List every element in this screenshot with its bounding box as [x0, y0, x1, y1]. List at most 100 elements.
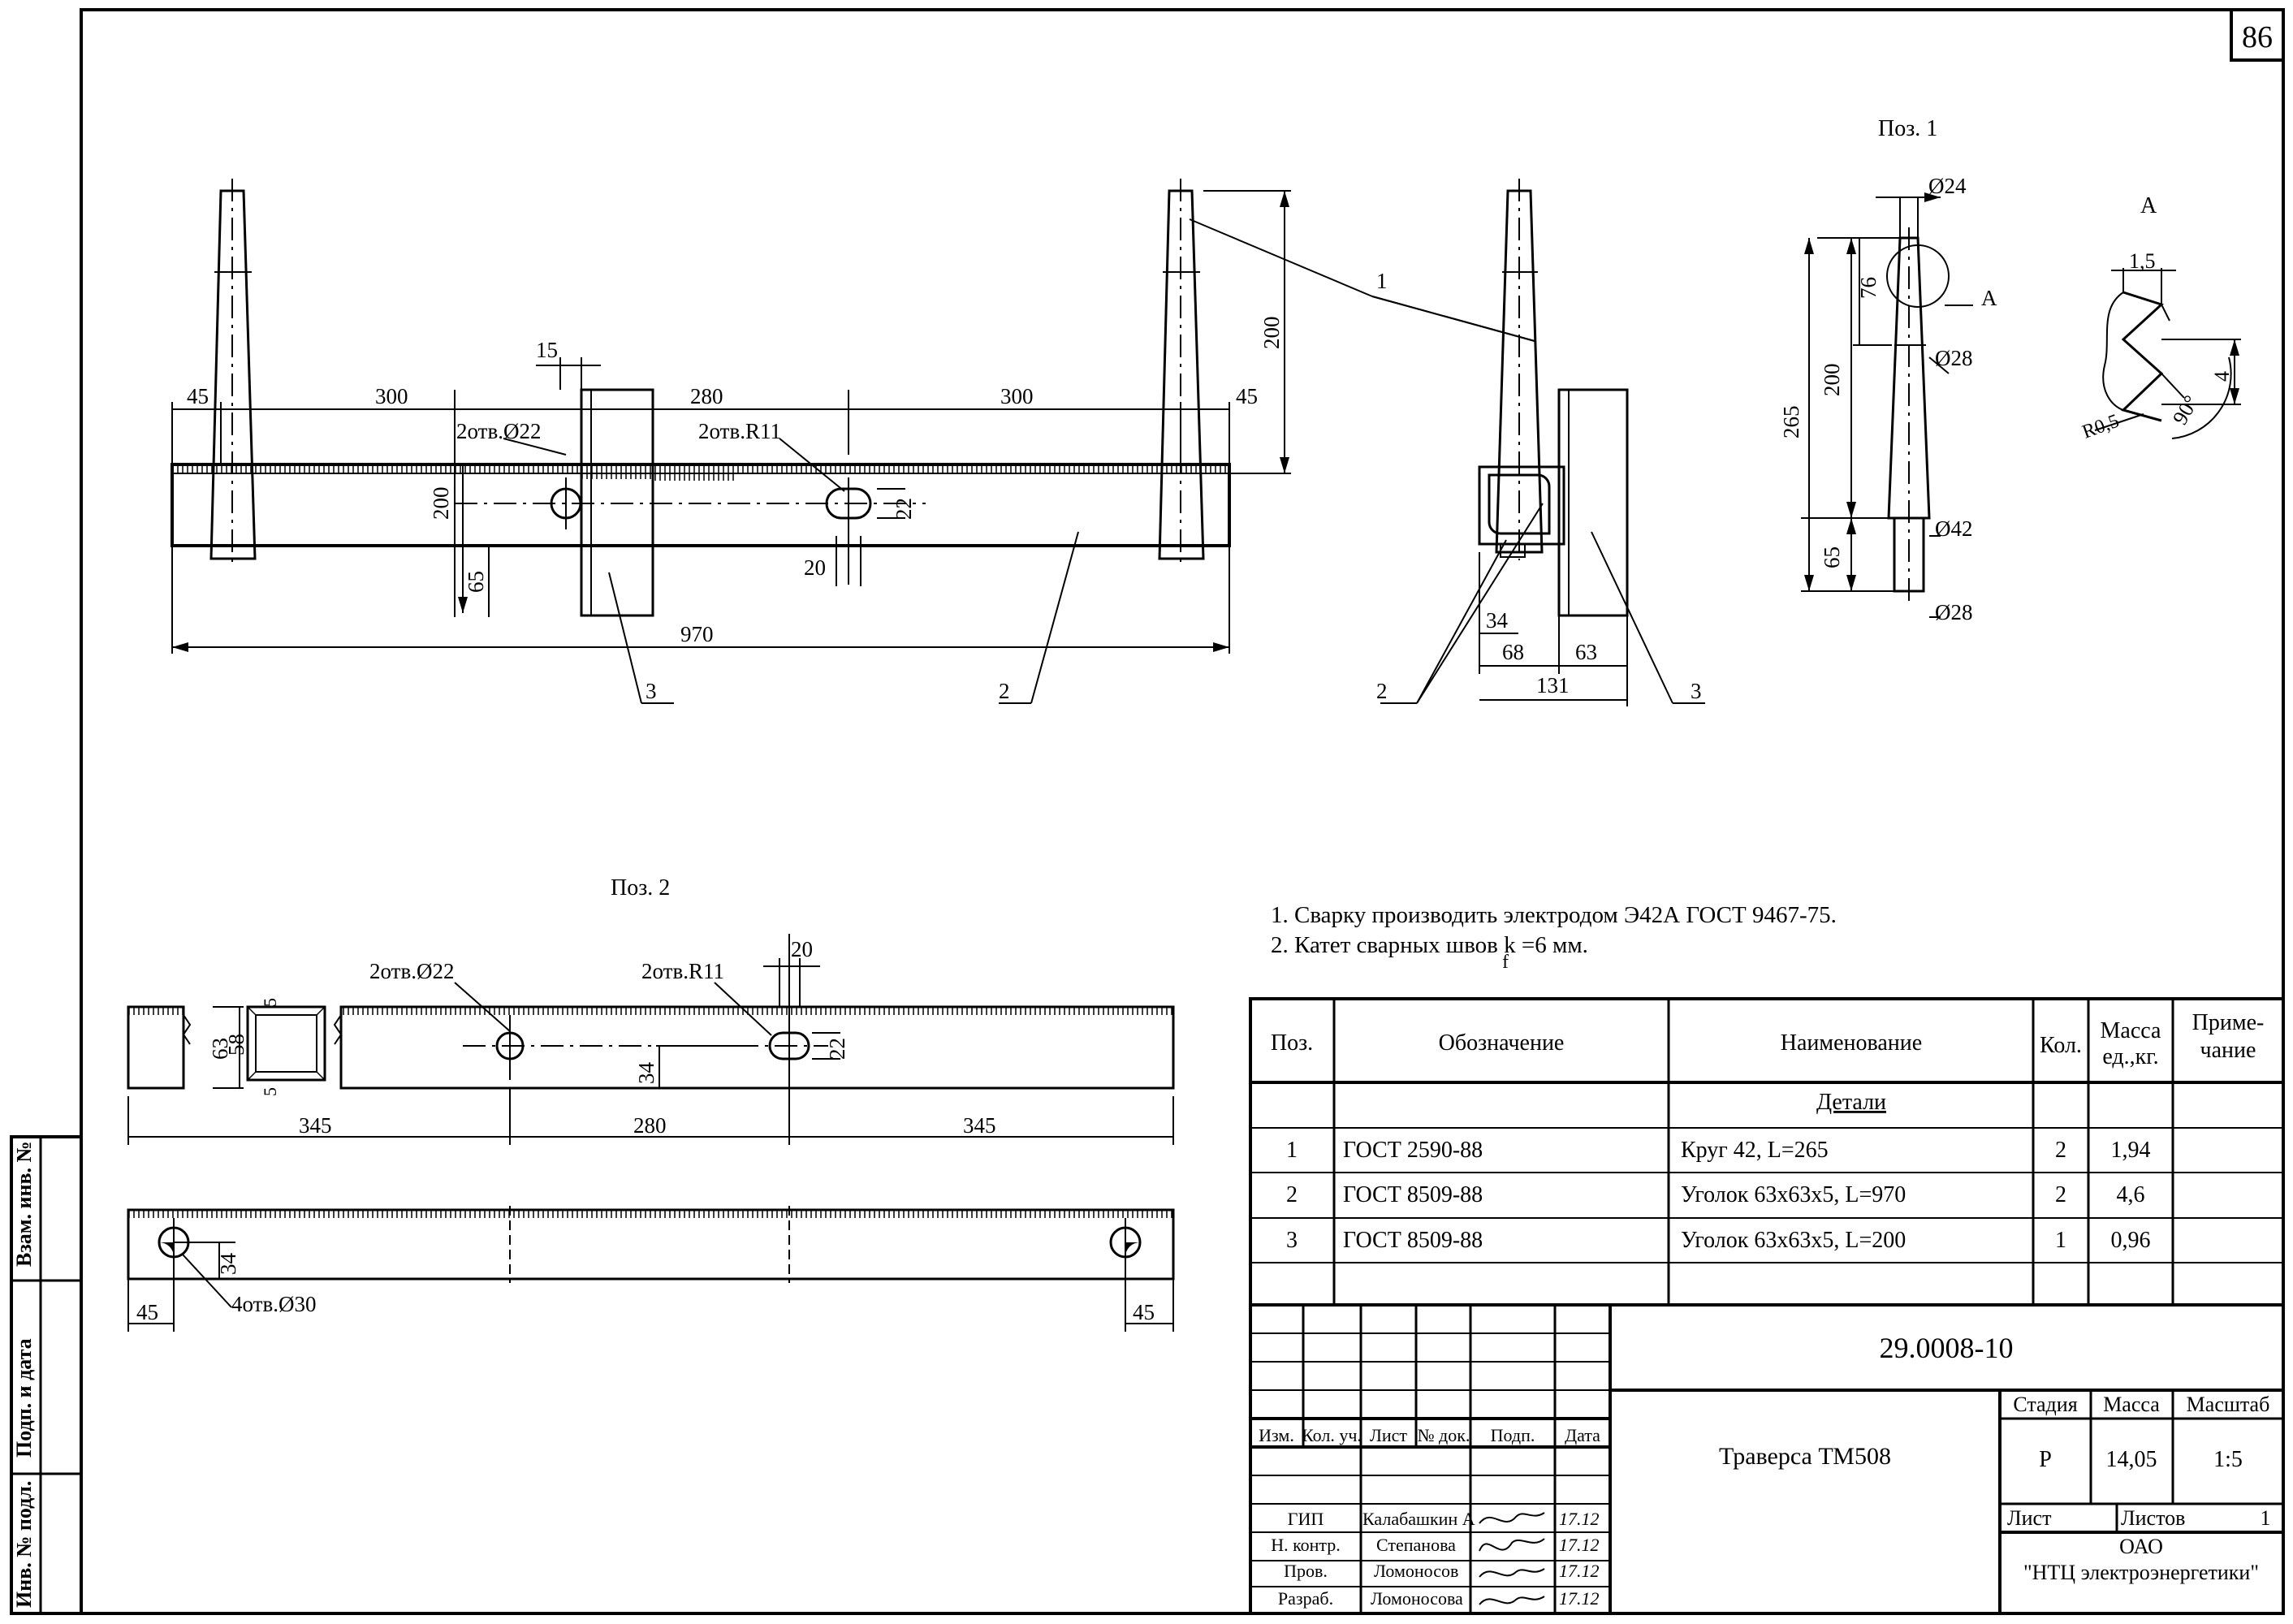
pos2-plan-dim-45-right: 45	[1133, 1300, 1155, 1324]
side-dim-131: 131	[1536, 673, 1570, 698]
dim-970: 970	[680, 622, 714, 646]
svg-text:Ломоносов: Ломоносов	[1374, 1561, 1458, 1581]
side-callout-2: 2	[1376, 679, 1388, 703]
pos1-dim-76: 76	[1856, 277, 1881, 299]
pos1-dim-d28-top: Ø28	[1935, 346, 1973, 370]
side-dim-68: 68	[1502, 640, 1524, 664]
mass-value: 14,05	[2106, 1447, 2157, 1472]
detail-dim-4: 4	[2210, 371, 2234, 382]
stamp-vzam-inv: Взам. инв. №	[12, 1141, 36, 1267]
svg-text:Разраб.: Разраб.	[1278, 1588, 1333, 1609]
table-row: 3 ГОСТ 8509-88 Уголок 63x63x5, L=200 1 0…	[1286, 1228, 2151, 1253]
detail-dim-1-5: 1,5	[2129, 249, 2156, 273]
staff-row: ГИП Калабашкин А 17.12	[1288, 1509, 1600, 1529]
note-1: 1. Сварку производить электродом Э42А ГО…	[1271, 902, 1837, 928]
detail-a-view: A 1,5 4 90° R0,5	[2079, 193, 2241, 443]
sheet-frame	[80, 8, 2285, 1615]
svg-text:1: 1	[1286, 1138, 1298, 1163]
beam-angle	[171, 463, 1231, 547]
pos2-holes-round: 2отв.Ø22	[369, 959, 454, 983]
pos2-view: Поз. 2 20 63	[127, 875, 1175, 1332]
svg-text:17.12: 17.12	[1559, 1588, 1600, 1609]
rev-hdr-podp: Подп.	[1491, 1425, 1535, 1445]
dim-45-right: 45	[1236, 384, 1258, 408]
rev-hdr-doc: № док.	[1418, 1425, 1470, 1445]
stamp-podp-data: Подп. и дата	[12, 1338, 36, 1458]
dim-280: 280	[690, 384, 723, 408]
org-line-2: "НТЦ электроэнергетики"	[2023, 1561, 2259, 1584]
pos2-plan-dim-34: 34	[216, 1253, 240, 1276]
pos1-dim-d24: Ø24	[1928, 174, 1967, 198]
pos1-dim-265: 265	[1779, 406, 1803, 439]
pos1-dim-200: 200	[1820, 364, 1844, 397]
pos2-dim-58: 58	[224, 1034, 248, 1056]
sheets-label: Листов	[2121, 1506, 2185, 1530]
hdr-designation: Обозначение	[1439, 1030, 1565, 1056]
svg-text:Пров.: Пров.	[1284, 1561, 1328, 1581]
side-dim-63: 63	[1575, 640, 1597, 664]
sheet-number: 86	[2242, 20, 2273, 54]
side-dim-34: 34	[1486, 608, 1509, 633]
pos2-dim-5-bottom: 5	[260, 1087, 280, 1096]
svg-text:Круг 42, L=265: Круг 42, L=265	[1681, 1138, 1829, 1163]
pos1-title: Поз. 1	[1878, 116, 1937, 141]
svg-text:1: 1	[2055, 1228, 2066, 1253]
table-row: 1 ГОСТ 2590-88 Круг 42, L=265 2 1,94	[1286, 1138, 2151, 1163]
pos2-dim-5-top: 5	[260, 998, 280, 1007]
staff-row: Пров. Ломоносов 17.12	[1284, 1561, 1599, 1581]
weld-seam	[172, 465, 1229, 473]
section-details: Детали	[1816, 1090, 1886, 1115]
rev-hdr-date: Дата	[1565, 1425, 1600, 1445]
detail-dim-r05: R0,5	[2079, 410, 2122, 443]
hdr-mass-1: Масса	[2101, 1018, 2162, 1043]
doc-code: 29.0008-10	[1880, 1332, 2014, 1364]
notes: 1. Сварку производить электродом Э42А ГО…	[1271, 902, 1837, 973]
dim-300-left: 300	[375, 384, 408, 408]
signature-icon	[1479, 1596, 1545, 1605]
post-left	[209, 179, 257, 568]
hdr-pos: Поз.	[1271, 1030, 1313, 1056]
spec-table: Поз. Обозначение Наименование Кол. Масса…	[1249, 997, 2285, 1307]
staff-row: Н. контр. Степанова 17.12	[1271, 1535, 1599, 1555]
holes-round-label: 2отв.Ø22	[456, 419, 541, 443]
dim-45-left: 45	[187, 384, 209, 408]
svg-text:17.12: 17.12	[1559, 1509, 1600, 1529]
sheet-label: Лист	[2007, 1506, 2051, 1530]
hdr-name: Наименование	[1781, 1030, 1922, 1056]
callout-2: 2	[999, 679, 1010, 703]
pos2-plan-dim-45-left: 45	[136, 1300, 158, 1324]
hdr-qty: Кол.	[2040, 1033, 2082, 1058]
item-name: Траверса ТМ508	[1719, 1443, 1891, 1470]
pos2-title: Поз. 2	[611, 875, 670, 901]
title-block: Изм. Кол. уч. Лист № док. Подп. Дата ГИП…	[1249, 1303, 2285, 1615]
mass-label: Масса	[2103, 1393, 2160, 1416]
dim-65: 65	[464, 571, 488, 593]
staff-row: Разраб. Ломоносова 17.12	[1278, 1588, 1600, 1609]
sheet-number-box: 86	[2230, 8, 2285, 62]
stage-label: Стадия	[2013, 1393, 2077, 1416]
scale-label: Масштаб	[2187, 1393, 2270, 1416]
dim-20: 20	[804, 555, 826, 580]
svg-text:Н. контр.: Н. контр.	[1271, 1535, 1341, 1555]
note-2: 2. Катет сварных швов k =6 мм.	[1271, 932, 1588, 958]
detail-dim-90: 90°	[2168, 391, 2203, 429]
signature-icon	[1479, 1512, 1545, 1524]
pos2-dim-345-right: 345	[963, 1113, 996, 1138]
svg-text:2: 2	[1286, 1182, 1298, 1207]
rev-hdr-kol: Кол. уч.	[1302, 1425, 1362, 1445]
pos2-dim-22: 22	[825, 1038, 849, 1060]
svg-text:ГИП: ГИП	[1288, 1509, 1324, 1529]
svg-text:ГОСТ 2590-88: ГОСТ 2590-88	[1343, 1138, 1483, 1163]
detail-label: A	[2140, 193, 2157, 218]
hdr-mass-2: ед.,кг.	[2102, 1044, 2158, 1069]
signature-icon	[1479, 1568, 1545, 1578]
svg-text:ГОСТ 8509-88: ГОСТ 8509-88	[1343, 1228, 1483, 1253]
svg-text:2: 2	[2055, 1182, 2066, 1207]
pos2-plan-holes: 4отв.Ø30	[231, 1292, 316, 1316]
side-stamp: Инв. № подл. Подп. и дата Взам. инв. №	[10, 1135, 83, 1615]
pos2-holes-slot: 2отв.R11	[641, 959, 724, 983]
svg-text:17.12: 17.12	[1559, 1561, 1600, 1581]
post-right	[1158, 179, 1205, 568]
svg-text:Калабашкин А: Калабашкин А	[1362, 1509, 1475, 1529]
